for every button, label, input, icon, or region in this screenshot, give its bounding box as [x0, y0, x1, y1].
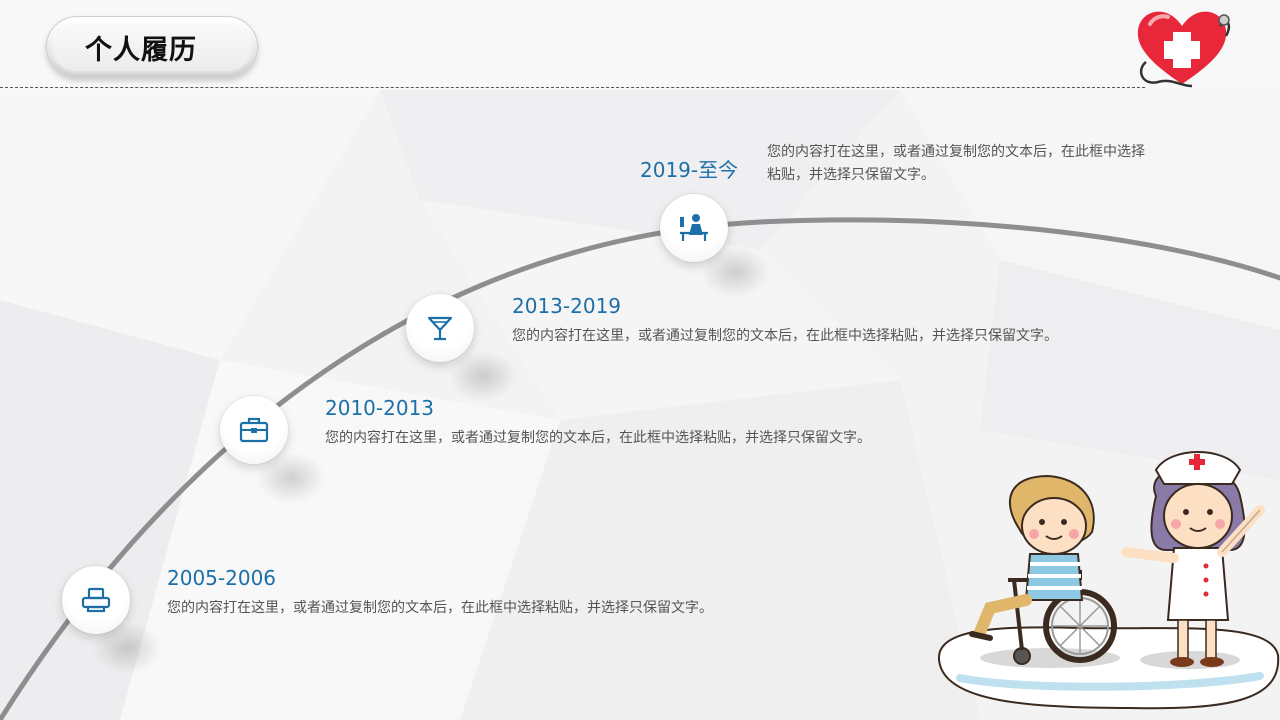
page-title: 个人履历 — [85, 34, 197, 66]
timeline-node-1 — [62, 566, 130, 634]
timeline-year-2: 2010-2013 — [325, 396, 435, 420]
person-at-desk-icon — [680, 214, 708, 241]
medical-heart-stethoscope-icon — [1137, 11, 1231, 88]
timeline-description-4: 您的内容打在这里，或者通过复制您的文本后，在此框中选择粘贴，并选择只保留文字。 — [767, 144, 1145, 183]
timeline-node-3 — [406, 294, 474, 362]
briefcase-icon — [239, 417, 269, 443]
timeline-description-2: 您的内容打在这里，或者通过复制您的文本后，在此框中选择粘贴，并选择只保留文字。 — [325, 430, 871, 446]
timeline-year-1: 2005-2006 — [167, 566, 277, 590]
nurse-and-wheelchair-patient-illustration — [937, 451, 1280, 710]
timeline-year-3: 2013-2019 — [512, 294, 622, 318]
title-pill-inner: 个人履历 — [53, 23, 251, 71]
timeline-year-4: 2019-至今 — [640, 158, 739, 182]
node-shadow — [448, 350, 518, 402]
timeline-description-3: 您的内容打在这里，或者通过复制您的文本后，在此框中选择粘贴，并选择只保留文字。 — [512, 328, 1058, 344]
timeline-node-2 — [220, 396, 288, 464]
timeline-node-4 — [660, 194, 728, 262]
title-pill: 个人履历 — [46, 16, 258, 78]
timeline-description-1: 您的内容打在这里，或者通过复制您的文本后，在此框中选择粘贴，并选择只保留文字。 — [167, 600, 713, 616]
header-divider — [0, 87, 1145, 88]
cocktail-glass-icon — [427, 316, 453, 341]
printer-icon — [81, 587, 111, 613]
